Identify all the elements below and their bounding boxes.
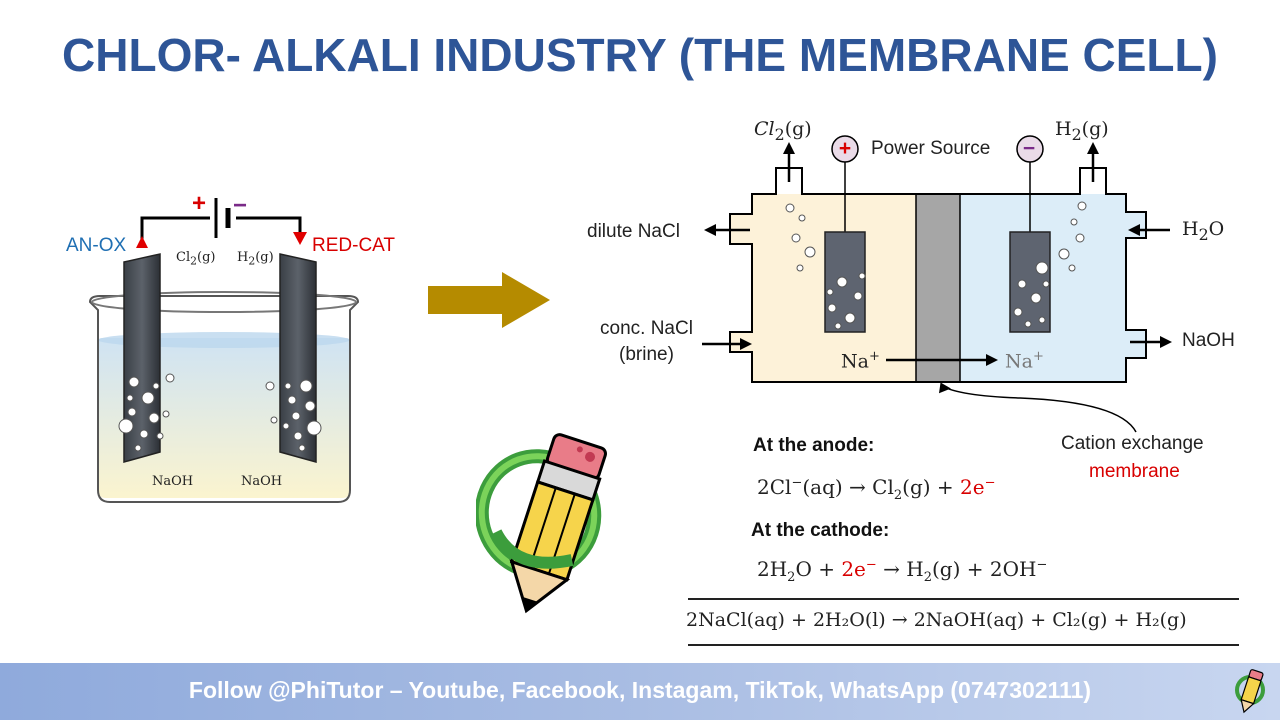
beaker-h2-label: H2(g)	[237, 250, 274, 268]
footer-bar	[0, 663, 1280, 720]
power-source-label: Power Source	[871, 138, 991, 159]
membrane-label-1: Cation exchange	[1061, 433, 1204, 454]
wire-right	[236, 216, 302, 242]
naoh-out-label: NaOH	[1182, 330, 1235, 351]
cell-cathode-bubbles	[1013, 201, 1087, 328]
power-minus-sign: −	[1022, 137, 1036, 160]
pencil-logo-icon	[476, 433, 607, 614]
overall-equation: 2NaCl(aq) + 2H₂O(l) → 2NaOH(aq) + Cl₂(g)…	[686, 609, 1187, 631]
membrane	[915, 193, 961, 383]
overall-rule-top	[688, 598, 1239, 600]
na-ion-right: Na+	[1005, 349, 1044, 373]
footer-text: Follow @PhiTutor – Youtube, Facebook, In…	[188, 677, 1092, 703]
anode-arrow-icon	[136, 236, 148, 248]
naoh-out-arrow-icon	[1160, 336, 1172, 348]
membrane-cell-diagram	[702, 135, 1172, 433]
cathode-bubbles	[265, 379, 322, 452]
anode-equation: 2Cl−(aq) → Cl2(g) + 2e−	[757, 475, 996, 503]
pencil-mini-icon	[1235, 669, 1265, 714]
water-in-arrow-icon	[1128, 224, 1140, 236]
beaker-cl2-label: Cl2(g)	[176, 250, 216, 268]
wire-left	[140, 216, 210, 242]
cell-h2-label: H2(g)	[1055, 118, 1109, 144]
anode-header: At the anode:	[753, 435, 875, 456]
battery-plus-sign: +	[192, 190, 207, 217]
water-label: H2O	[1182, 218, 1225, 244]
cl2-out-arrow-icon	[783, 142, 795, 154]
brine-label: (brine)	[619, 344, 674, 365]
dilute-out-arrow-icon	[704, 224, 716, 236]
h2-out-arrow-icon	[1087, 142, 1099, 154]
power-plus-sign: +	[838, 137, 852, 160]
cell-cl2-label: Cl2(g)	[754, 118, 812, 144]
beaker-glass	[88, 295, 360, 503]
page-title: CHLOR- ALKALI INDUSTRY (THE MEMBRANE CEL…	[62, 29, 1218, 81]
cell-anode-bubbles	[785, 203, 866, 330]
na-ion-left: Na+	[841, 349, 880, 373]
cathode-equation: 2H2O + 2e− → H2(g) + 2OH−	[757, 557, 1048, 585]
ion-flow-arrow-icon	[986, 354, 998, 366]
overall-rule-bottom	[688, 644, 1239, 646]
anode-bubbles	[118, 373, 175, 452]
conc-nacl-label: conc. NaCl	[600, 318, 693, 339]
membrane-label-2: membrane	[1089, 461, 1180, 482]
cell-outline	[729, 167, 1147, 383]
anode-ox-label: AN-OX	[66, 235, 127, 256]
brine-in-arrow-icon	[740, 338, 752, 350]
dilute-nacl-label: dilute NaCl	[587, 221, 680, 242]
red-cat-label: RED-CAT	[312, 235, 396, 256]
beaker-diagram	[88, 198, 360, 503]
cathode-header: At the cathode:	[751, 520, 890, 541]
cathode-arrow-icon	[293, 232, 307, 245]
beaker-naoh-right: NaOH	[241, 474, 283, 489]
beaker-naoh-left: NaOH	[152, 474, 194, 489]
anode-compartment	[730, 194, 916, 382]
arrow-right-icon	[428, 272, 550, 328]
membrane-pointer-icon	[939, 382, 951, 394]
cathode-compartment	[960, 194, 1146, 382]
anode-plate	[824, 231, 866, 333]
battery-minus-sign: −	[233, 192, 248, 219]
